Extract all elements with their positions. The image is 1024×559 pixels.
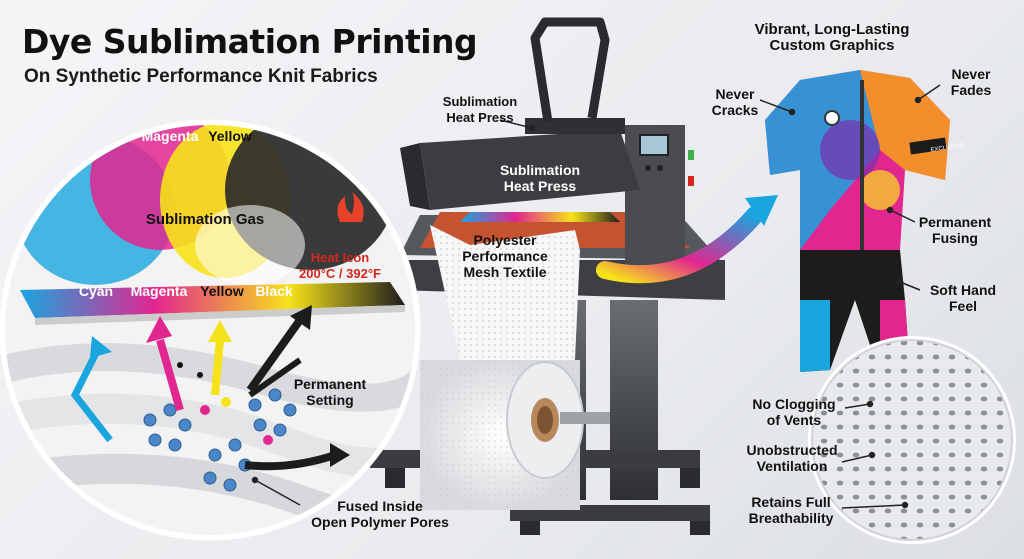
fused-line2: Open Polymer Pores: [311, 514, 449, 530]
jersey-headline-line2: Custom Graphics: [769, 37, 895, 54]
mesh-closeup: [808, 336, 1016, 544]
breathability-line1: Retains Full: [751, 494, 831, 510]
press-callout-line2: Heat Press: [446, 110, 514, 125]
ventilation-line1: Unobstructed: [746, 442, 838, 458]
layer-magenta-label: Magenta: [130, 283, 188, 299]
heat-press: [370, 17, 725, 535]
press-lid-line1: Sublimation: [499, 162, 581, 178]
never-fades-line2: Fades: [950, 82, 992, 98]
permanent-setting-label: Permanent Setting: [290, 376, 370, 408]
jersey-headline: Vibrant, Long-Lasting Custom Graphics: [742, 22, 922, 54]
transfer-arrow: [596, 206, 764, 284]
never-cracks-line2: Cracks: [711, 102, 759, 118]
gas-yellow-label: Yellow: [208, 128, 252, 144]
fusing-line1: Permanent: [918, 214, 992, 230]
setting-line1: Permanent: [293, 376, 367, 392]
cycling-jersey: [765, 70, 950, 375]
sleeve-print: EXCLUSIVE: [930, 143, 964, 154]
flame-icon: [337, 192, 364, 222]
press-callout: Sublimation Heat Press: [430, 94, 530, 126]
heat-label: Heat Icon 200°C / 392°F: [285, 250, 395, 282]
setting-line2: Setting: [306, 392, 354, 408]
breathability-label: Retains Full Breathability: [738, 494, 844, 526]
heat-line1: Heat Icon: [310, 250, 370, 265]
ventilation-line2: Ventilation: [756, 458, 828, 474]
fused-line1: Fused Inside: [337, 498, 423, 514]
soft-line2: Feel: [948, 298, 977, 314]
breathability-line2: Breathability: [748, 510, 834, 526]
layer-yellow-label: Yellow: [200, 283, 244, 299]
textile-line1: Polyester: [473, 232, 537, 248]
permanent-fusing-label: Permanent Fusing: [912, 214, 998, 246]
press-lid-label: Sublimation Heat Press: [485, 162, 595, 194]
textile-line2: Performance: [462, 248, 548, 264]
soft-line1: Soft Hand: [929, 282, 997, 298]
heat-line2: 200°C / 392°F: [299, 266, 381, 281]
ventilation-label: Unobstructed Ventilation: [740, 442, 844, 474]
fused-label: Fused Inside Open Polymer Pores: [300, 498, 460, 530]
page-subtitle: On Synthetic Performance Knit Fabrics: [24, 66, 378, 87]
gas-magenta-label: Magenta: [141, 128, 199, 144]
molecular-zoom: [0, 119, 421, 541]
page-title: Dye Sublimation Printing: [22, 22, 478, 61]
never-cracks-line1: Never: [715, 86, 755, 102]
never-fades-label: Never Fades: [936, 66, 1006, 98]
no-clogging-label: No Clogging of Vents: [742, 396, 846, 428]
no-clogging-line1: No Clogging: [752, 396, 836, 412]
press-callout-line1: Sublimation: [442, 94, 518, 109]
never-cracks-label: Never Cracks: [704, 86, 766, 118]
no-clogging-line2: of Vents: [766, 412, 822, 428]
press-lid-line2: Heat Press: [503, 178, 577, 194]
layer-cyan-label: Cyan: [78, 283, 114, 299]
never-fades-line1: Never: [951, 66, 991, 82]
sublimation-gas-label: Sublimation Gas: [145, 211, 265, 228]
soft-hand-label: Soft Hand Feel: [920, 282, 1006, 314]
textile-label: Polyester Performance Mesh Textile: [440, 232, 570, 280]
textile-line3: Mesh Textile: [463, 264, 547, 280]
jersey-headline-line1: Vibrant, Long-Lasting: [754, 21, 910, 38]
fusing-line2: Fusing: [932, 230, 978, 246]
layer-black-label: Black: [255, 283, 293, 299]
callout-lines: [251, 84, 941, 509]
